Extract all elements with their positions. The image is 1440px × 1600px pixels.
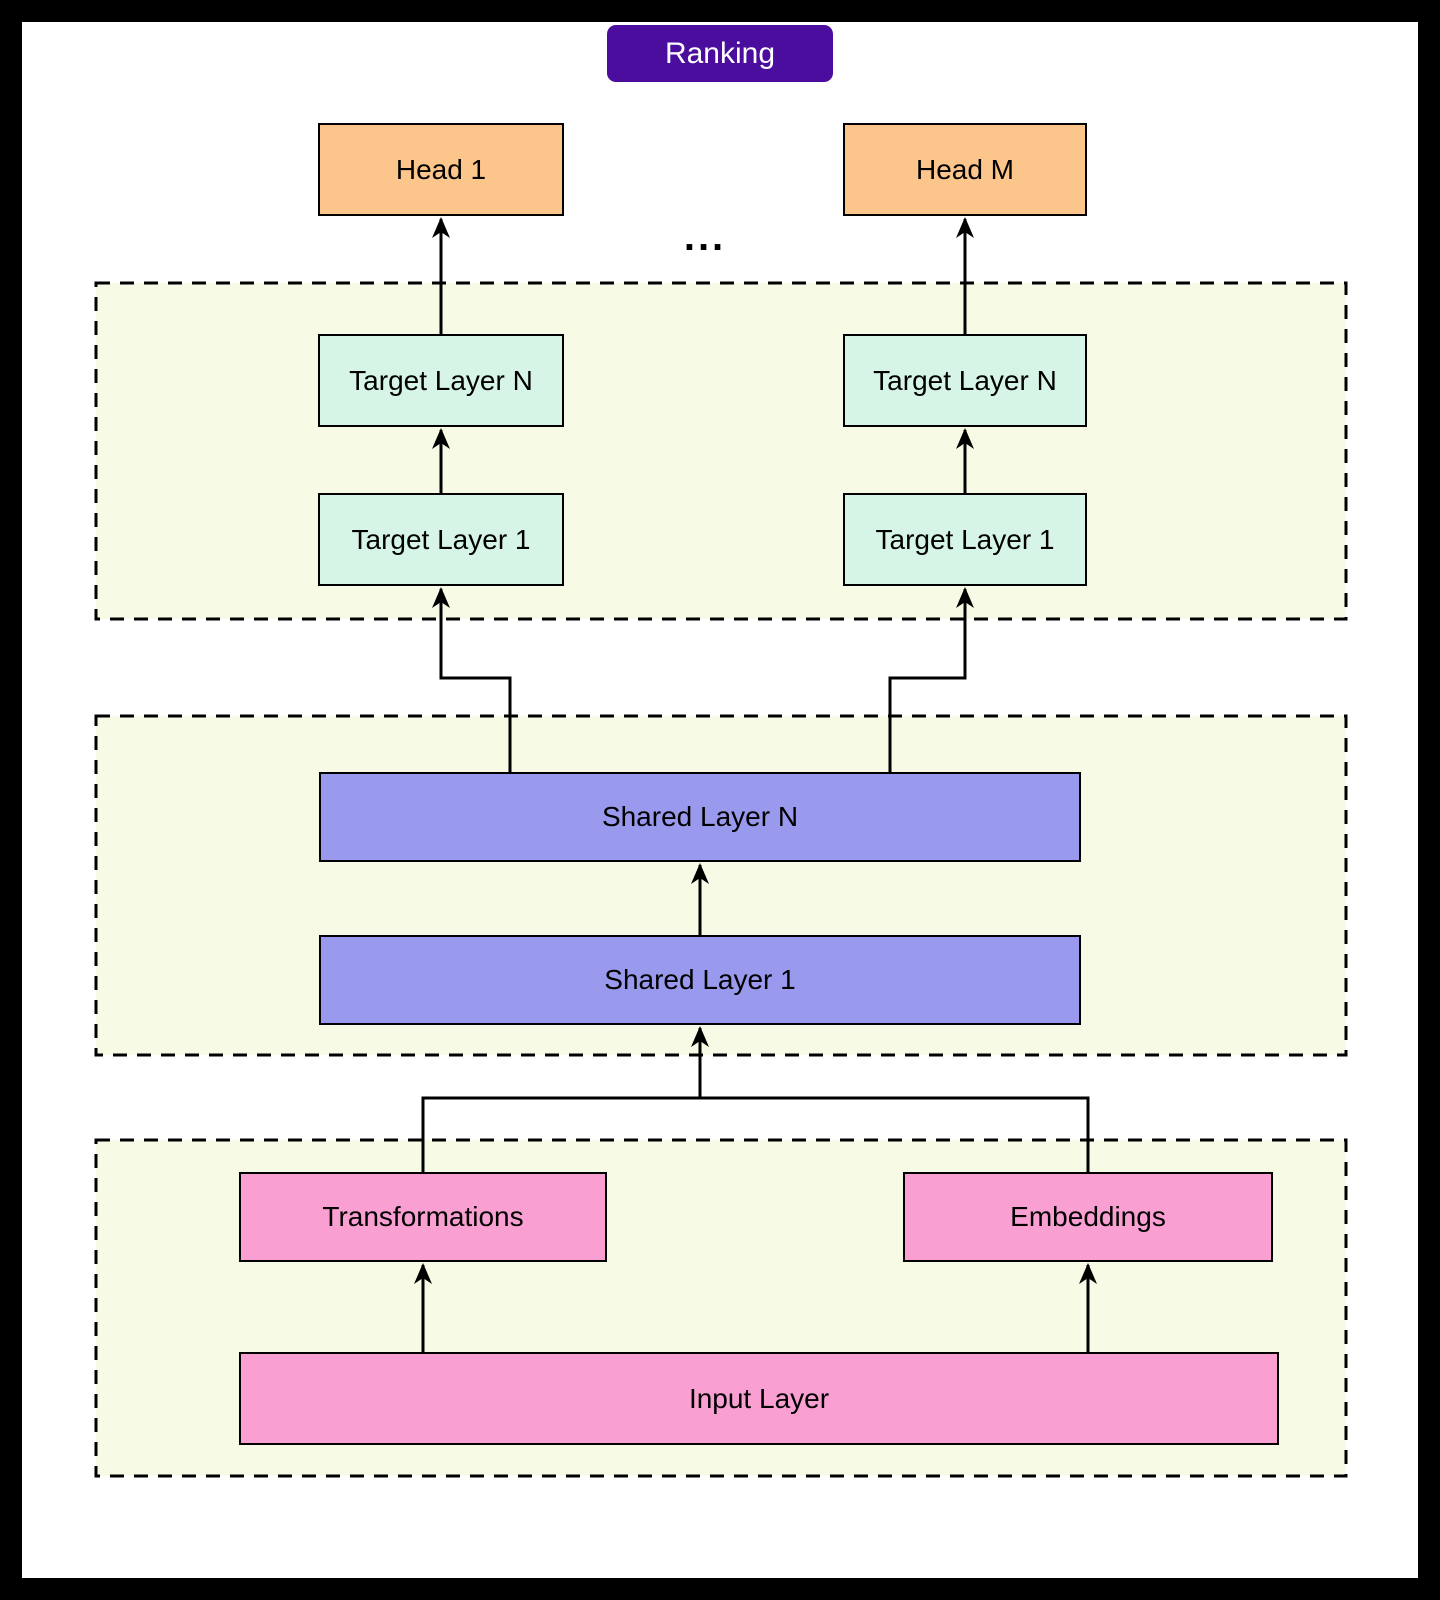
node-embeddings: Embeddings (903, 1172, 1273, 1262)
bus-transformations-embeddings (421, 1096, 1090, 1172)
node-target-layer-1-left: Target Layer 1 (318, 493, 564, 586)
node-input-layer: Input Layer (239, 1352, 1279, 1445)
arrow-sharedN-to-target1-left (432, 587, 512, 772)
ranking-badge: Ranking (607, 25, 833, 82)
node-head-m: Head M (843, 123, 1087, 216)
node-head-1: Head 1 (318, 123, 564, 216)
heads-ellipsis: ... (683, 215, 727, 259)
node-target-layer-n-left: Target Layer N (318, 334, 564, 427)
node-shared-layer-n: Shared Layer N (319, 772, 1081, 862)
node-target-layer-n-right: Target Layer N (843, 334, 1087, 427)
node-target-layer-1-right: Target Layer 1 (843, 493, 1087, 586)
node-shared-layer-1: Shared Layer 1 (319, 935, 1081, 1025)
node-transformations: Transformations (239, 1172, 607, 1262)
arrow-sharedN-to-target1-right (888, 587, 974, 772)
target-layers-region (94, 281, 1348, 621)
